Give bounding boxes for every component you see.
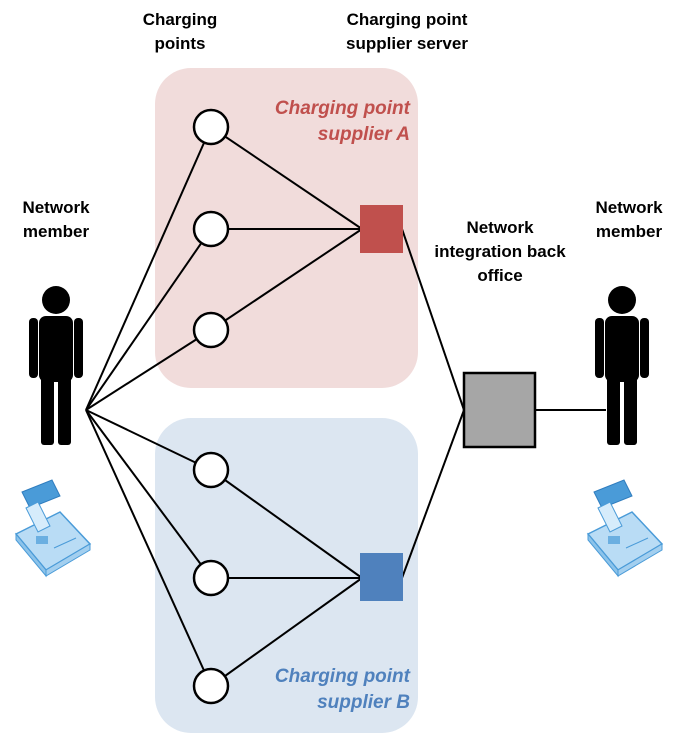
charging-point-icon	[192, 210, 230, 248]
supplier-b-label: Charging point supplier B	[274, 666, 410, 713]
charging-point-icon	[192, 108, 230, 146]
charging-point-icon	[192, 559, 230, 597]
smart-card-reader-icon	[14, 479, 92, 578]
person-icon	[595, 286, 649, 445]
charging-points	[192, 108, 230, 705]
supplier-server-header: Charging point supplier server	[346, 10, 468, 53]
network-member-left-label: Network member	[22, 198, 90, 241]
server-icon	[360, 553, 403, 601]
charging-points-header: Charging points	[142, 10, 218, 53]
supplier-a-label: Charging point supplier A	[274, 98, 410, 145]
server-icon	[360, 205, 403, 253]
charging-point-icon	[192, 311, 230, 349]
charging-point-icon	[192, 451, 230, 489]
supplier-b-group	[155, 418, 418, 733]
connection-lines	[85, 126, 606, 687]
integration-back-office-label: Network integration back office	[434, 218, 566, 285]
charging-point-icon	[192, 667, 230, 705]
smart-card-reader-icon	[586, 479, 664, 578]
person-icon	[29, 286, 83, 445]
back-office-icon	[462, 371, 537, 449]
network-member-right-label: Network member	[595, 198, 663, 241]
